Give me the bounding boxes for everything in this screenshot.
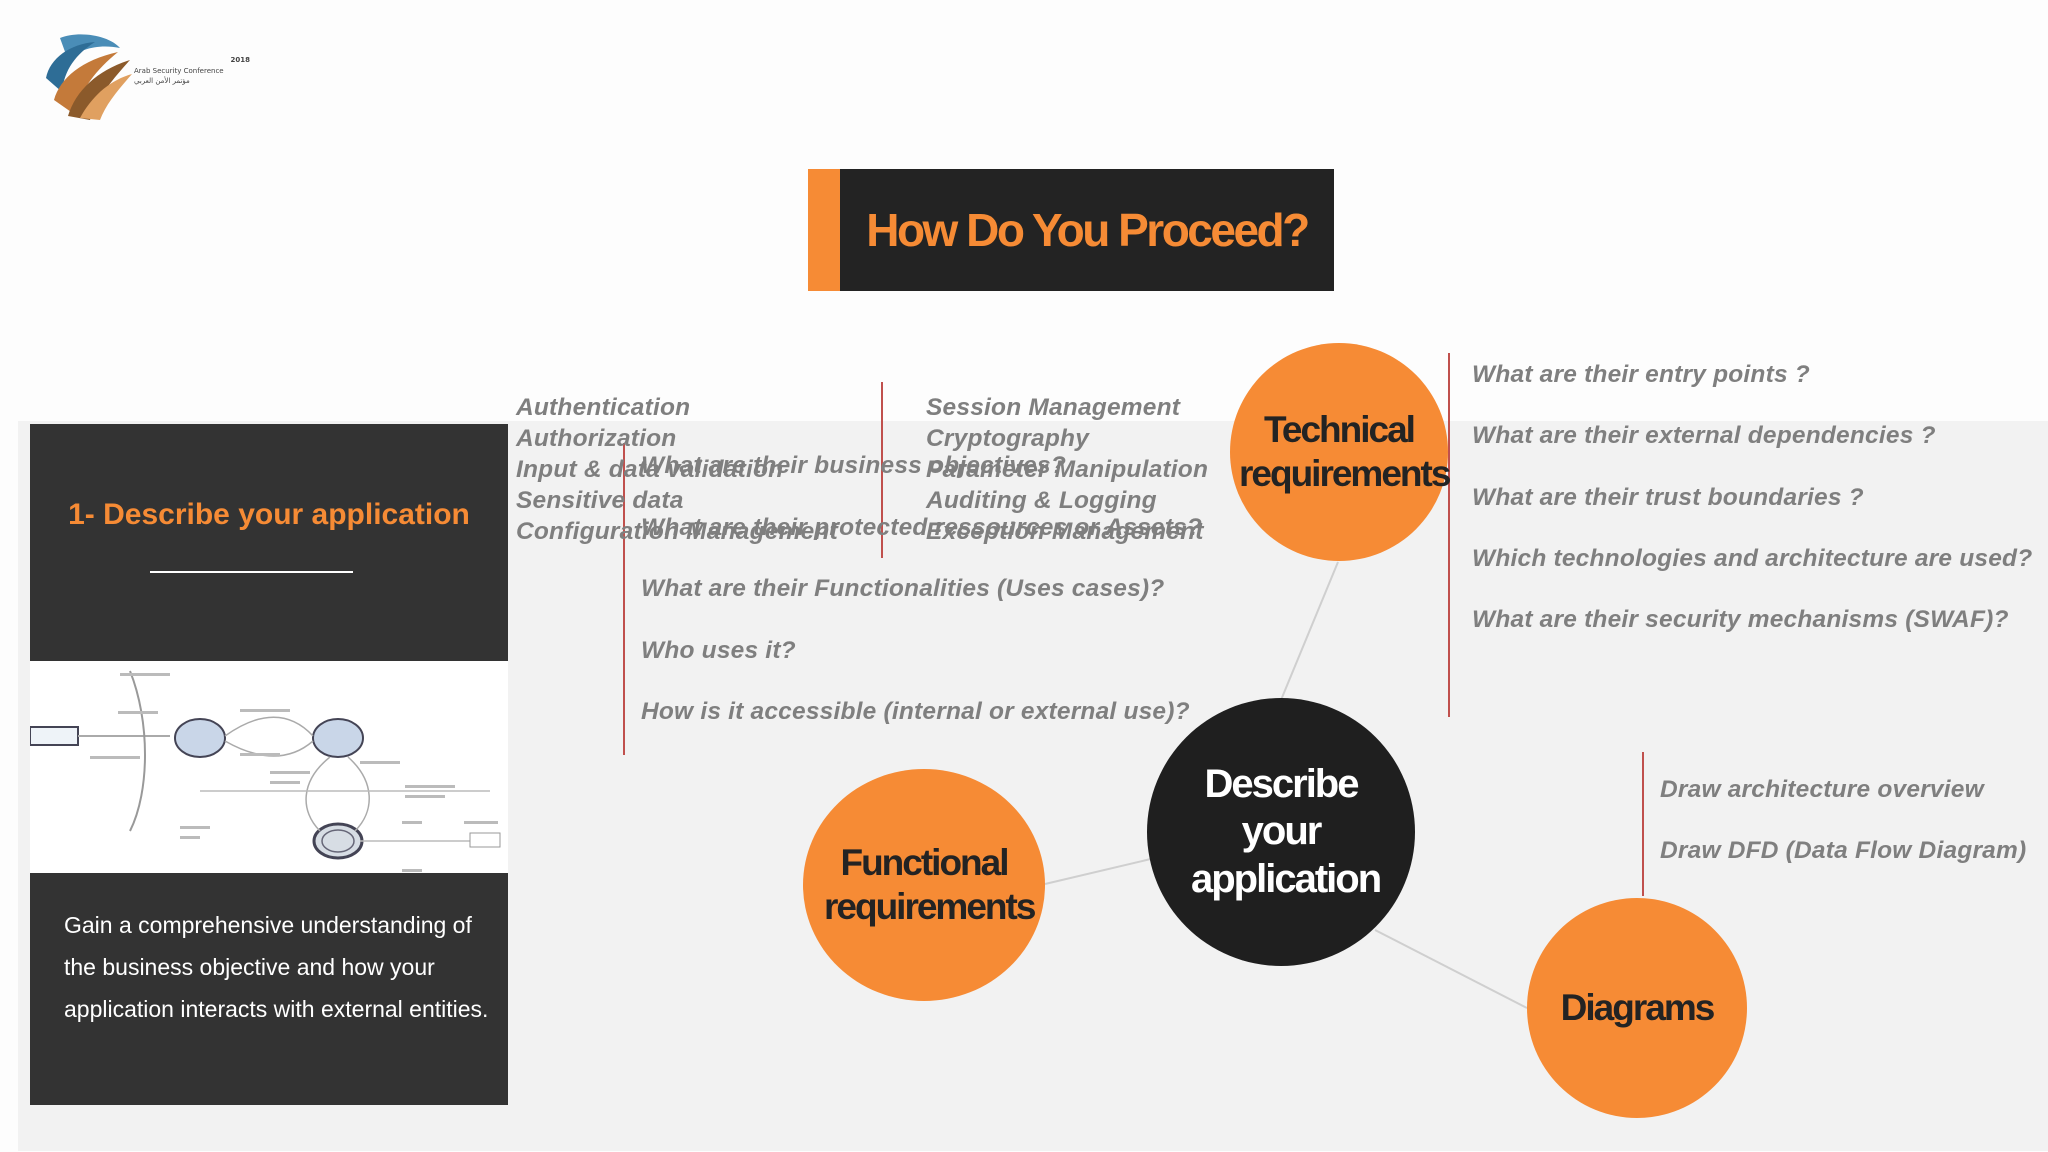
logo-name-ar: مؤتمر الأمن العربي [134, 77, 190, 85]
card-heading: 1- Describe your application [68, 498, 470, 531]
technical-question: What are their external dependencies ? [1472, 422, 1936, 449]
security-topic: Session Management [926, 394, 1181, 421]
card-description-panel [30, 873, 508, 1105]
security-topic: Input & data validation [516, 456, 784, 483]
functional-question: Who uses it? [641, 637, 796, 664]
security-topic: Cryptography [926, 425, 1090, 452]
technical-question: What are their security mechanisms (SWAF… [1472, 606, 2009, 633]
security-topic: Sensitive data [516, 487, 684, 514]
diagram-items-line [1642, 752, 1644, 896]
security-topic: Auditing & Logging [926, 487, 1157, 514]
security-topic: Exception Management [926, 518, 1204, 545]
functional-question: What are their protected ressources or A… [641, 514, 1203, 541]
card-divider [150, 571, 353, 573]
diagram-item: Draw DFD (Data Flow Diagram) [1660, 837, 2027, 864]
security-topic: Authentication [516, 394, 691, 421]
functional-questions-line [623, 443, 625, 755]
technical-question: What are their trust boundaries ? [1472, 484, 1864, 511]
page-title: How Do You Proceed? [866, 204, 1310, 256]
technical-requirements-label: Technical requirements [1239, 409, 1451, 494]
security-topic: Configuration Management [516, 518, 838, 545]
card-description: Gain a comprehensive understanding of th… [64, 912, 489, 1022]
functional-question: What are their Functionalities (Uses cas… [641, 575, 1165, 602]
connector-diagrams [1374, 929, 1528, 1009]
connector-functional [1044, 857, 1156, 885]
functional-requirements-label: Functional requirements [824, 842, 1036, 927]
security-topic: Parameter Manipulation [926, 456, 1209, 483]
title-accent-bar [808, 169, 840, 291]
logo-year: 2018 [230, 56, 250, 64]
describe-application-label: Describe your application [1191, 762, 1382, 901]
card-header-panel [30, 424, 508, 661]
diagram-item: Draw architecture overview [1660, 776, 1984, 803]
diagrams-label: Diagrams [1560, 987, 1716, 1029]
technical-requirements-node: Technical requirements [1230, 343, 1451, 561]
connector-technical [1280, 561, 1339, 701]
technical-questions-line [1448, 353, 1450, 717]
security-topic: Authorization [516, 425, 677, 452]
technical-question: What are their entry points ? [1472, 361, 1810, 388]
technical-question: Which technologies and architecture are … [1472, 545, 2033, 572]
logo-name-en: Arab Security Conference [134, 67, 224, 75]
functional-requirements-node: Functional requirements [803, 769, 1045, 1001]
describe-application-node: Describe your application [1147, 698, 1415, 966]
diagrams-node: Diagrams [1527, 898, 1747, 1118]
functional-question: What are their business objectives? [641, 452, 1066, 479]
logo-emblem-icon [46, 34, 132, 120]
security-topics-divider [881, 382, 883, 558]
dfd-thumbnail-image [30, 661, 508, 873]
functional-question: How is it accessible (internal or extern… [641, 698, 1190, 725]
title-box [808, 169, 1334, 291]
conference-logo: 2018 Arab Security Conference مؤتمر الأم… [40, 30, 250, 125]
